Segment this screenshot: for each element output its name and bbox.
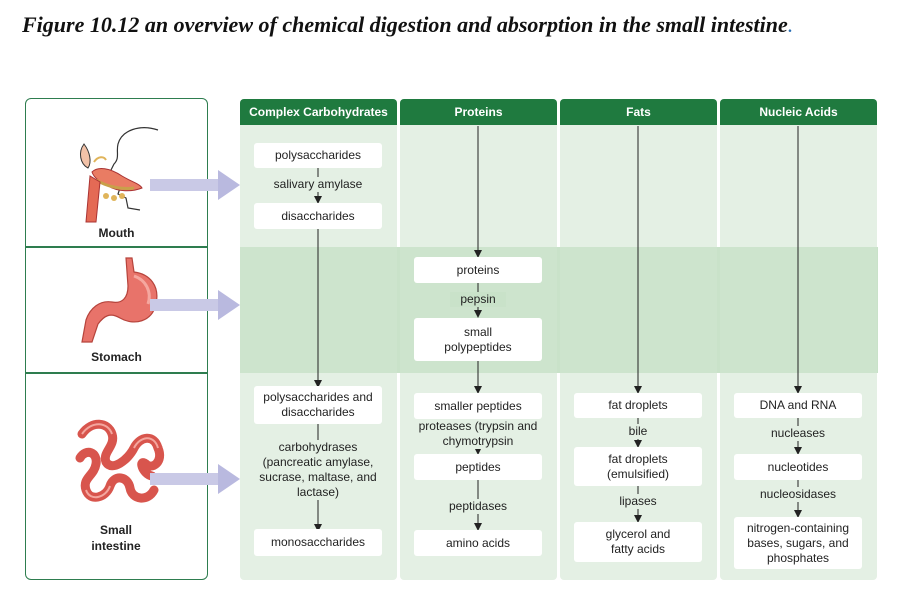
organ-divider-1 [25, 246, 208, 248]
fats-si-product-2: glycerol and fatty acids [574, 522, 702, 562]
figure-title-text: Figure 10.12 an overview of chemical dig… [22, 12, 788, 37]
proteins-si-enzyme-2: peptidases [440, 499, 516, 514]
proteins-si-enzyme-1: proteases (trypsin and chymotrypsin [412, 419, 544, 449]
mouth-arrow [150, 170, 240, 200]
carbs-mouth-substrate: polysaccharides [254, 143, 382, 168]
column-header-fats: Fats [560, 99, 717, 125]
carbs-si-substrate: polysaccharides and disaccharides [254, 386, 382, 424]
mouth-illustration [80, 127, 159, 223]
nucleic-si-product-1: nucleotides [734, 454, 862, 480]
carbs-mouth-enzyme: salivary amylase [254, 177, 382, 192]
stomach-illustration [81, 257, 158, 343]
organ-label-stomach: Stomach [91, 350, 142, 364]
proteins-stomach-enzyme: pepsin [450, 292, 506, 307]
nucleic-si-enzyme-1: nucleases [768, 426, 828, 441]
nucleic-si-substrate: DNA and RNA [734, 393, 862, 418]
figure-title-punct: . [787, 12, 794, 37]
proteins-stomach-product: small polypeptides [414, 318, 542, 361]
figure-title: Figure 10.12 an overview of chemical dig… [22, 12, 793, 38]
fats-si-agent: bile [624, 424, 652, 439]
fats-si-enzyme: lipases [616, 494, 660, 509]
column-header-proteins: Proteins [400, 99, 557, 125]
proteins-si-product-1: peptides [414, 454, 542, 480]
fats-si-product-1: fat droplets (emulsified) [574, 447, 702, 486]
small-intestine-illustration [75, 419, 164, 503]
nucleic-si-product-2: nitrogen-containing bases, sugars, and p… [734, 517, 862, 569]
carbs-si-enzyme: carbohydrases (pancreatic amylase, sucra… [252, 440, 384, 500]
fats-si-substrate: fat droplets [574, 393, 702, 418]
nucleic-si-enzyme-2: nucleosidases [756, 487, 840, 502]
proteins-stomach-substrate: proteins [414, 257, 542, 283]
stomach-row-band-overlay [240, 247, 878, 373]
organ-divider-2 [25, 372, 208, 374]
organ-label-small-intestine: Small intestine [91, 523, 141, 553]
stomach-arrow [150, 290, 240, 320]
column-header-nucleic-acids: Nucleic Acids [720, 99, 877, 125]
proteins-si-product-2: amino acids [414, 530, 542, 556]
organ-label-mouth: Mouth [98, 226, 135, 240]
proteins-si-substrate: smaller peptides [414, 393, 542, 419]
small-intestine-arrow [150, 464, 240, 494]
carbs-si-product: monosaccharides [254, 529, 382, 556]
carbs-mouth-product: disaccharides [254, 203, 382, 229]
column-header-carbohydrates: Complex Carbohydrates [240, 99, 397, 125]
